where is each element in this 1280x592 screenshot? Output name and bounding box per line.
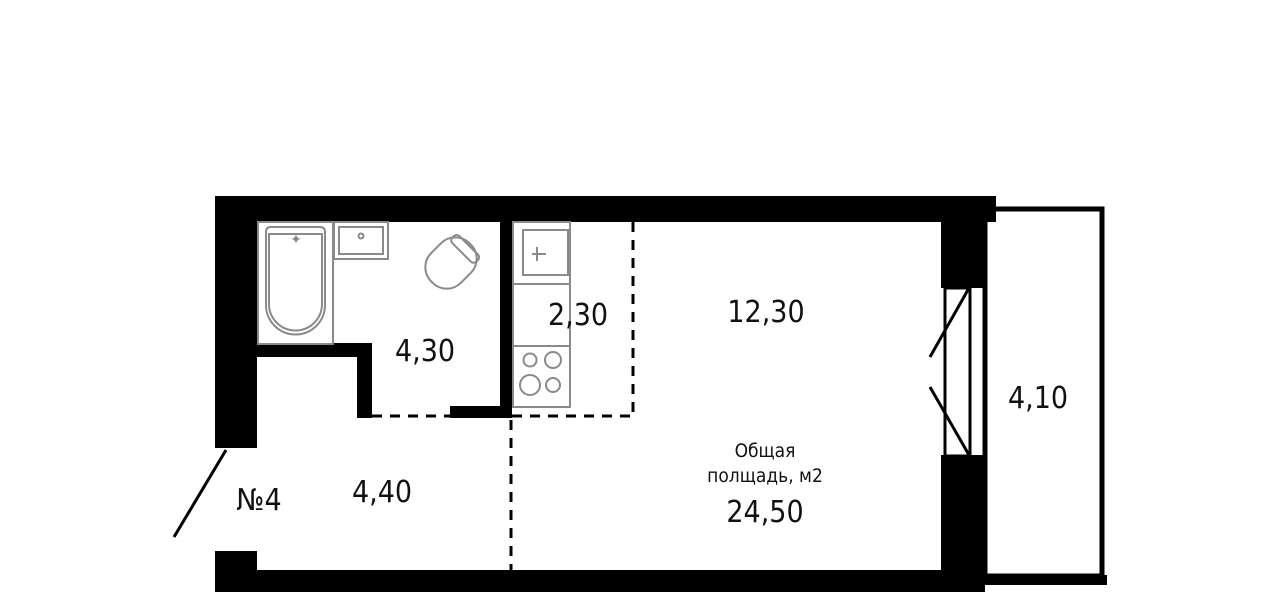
- zone-dividers: [372, 222, 635, 570]
- balcony-area: 4,10: [1008, 381, 1068, 416]
- bathroom-area: 4,30: [395, 334, 455, 369]
- toilet-icon: [424, 233, 481, 290]
- total-area-label-line1: Общая: [735, 440, 796, 462]
- living-area: 12,30: [727, 295, 804, 330]
- walls: [215, 196, 996, 592]
- bathroom-partition-stub: [450, 406, 512, 418]
- balcony: [982, 206, 1107, 585]
- kitchen-area: 2,30: [548, 298, 608, 333]
- bathroom-kitchen-wall: [500, 222, 512, 418]
- apartment-number: №4: [236, 483, 281, 518]
- kitchen-sink-icon: [522, 229, 569, 276]
- kitchen-unit: [512, 221, 571, 408]
- bottom-wall: [215, 570, 985, 592]
- sink-icon: [333, 221, 389, 260]
- total-area-value: 24,50: [726, 495, 803, 530]
- balcony-door: [928, 286, 972, 458]
- top-wall: [215, 196, 996, 222]
- right-wall-upper: [941, 222, 985, 288]
- bathroom-partition-horizontal: [257, 343, 372, 357]
- entrance-door: [172, 449, 228, 538]
- total-area-label-line2: полщадь, м2: [707, 465, 823, 487]
- left-wall-upper: [215, 196, 257, 448]
- svg-text:✦: ✦: [290, 233, 302, 248]
- bathtub-icon: ✦: [257, 221, 334, 345]
- hall-area: 4,40: [352, 475, 412, 510]
- stove-icon: [519, 351, 562, 396]
- bathroom-partition-vertical: [357, 343, 372, 418]
- right-wall-lower: [941, 455, 985, 570]
